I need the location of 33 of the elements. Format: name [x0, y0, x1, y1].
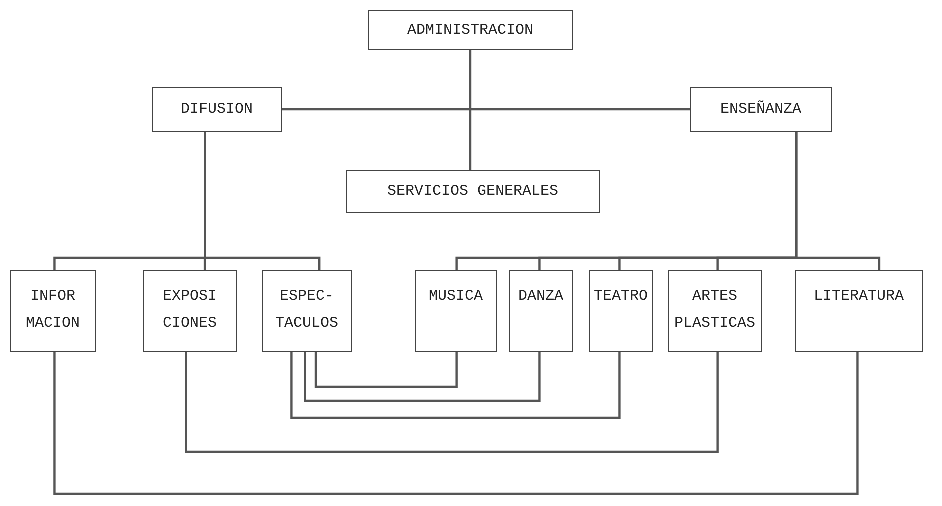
- unit-box: [10, 270, 96, 352]
- unit-label: SERVICIOS GENERALES: [387, 182, 559, 202]
- unit-label: EXPOSI CIONES: [162, 287, 218, 334]
- unit-label: LITERATURA: [814, 287, 904, 307]
- unit-box: [415, 270, 497, 352]
- connector-line: [185, 352, 719, 454]
- unit-box: [346, 170, 600, 213]
- unit-box: [668, 270, 762, 352]
- unit-box: [262, 270, 352, 352]
- unit-box: [509, 270, 573, 352]
- unit-label: MUSICA: [428, 287, 483, 307]
- unit-label: ARTES PLASTICAS: [673, 287, 756, 334]
- connector-line: [795, 132, 881, 270]
- unit-label: TEATRO: [594, 287, 648, 307]
- connector-line: [54, 352, 859, 496]
- unit-box: [795, 270, 923, 352]
- unit-box: [143, 270, 237, 352]
- connector-line: [469, 50, 472, 170]
- unit-box: [690, 87, 832, 132]
- unit-label: ESPEC- TACULOS: [274, 287, 340, 334]
- connector-line: [290, 352, 621, 420]
- unit-label: DANZA: [518, 287, 564, 307]
- connector-line: [304, 352, 541, 402]
- connector-line: [314, 352, 458, 388]
- unit-box: [589, 270, 653, 352]
- connector-line: [282, 108, 690, 111]
- unit-box: [368, 10, 573, 50]
- unit-label: DIFUSION: [180, 100, 253, 120]
- unit-label: ENSEÑANZA: [720, 100, 802, 120]
- unit-box: [152, 87, 282, 132]
- connector-line: [204, 132, 321, 270]
- unit-label: ADMINISTRACION: [407, 20, 534, 40]
- unit-label: INFOR MACION: [24, 287, 81, 334]
